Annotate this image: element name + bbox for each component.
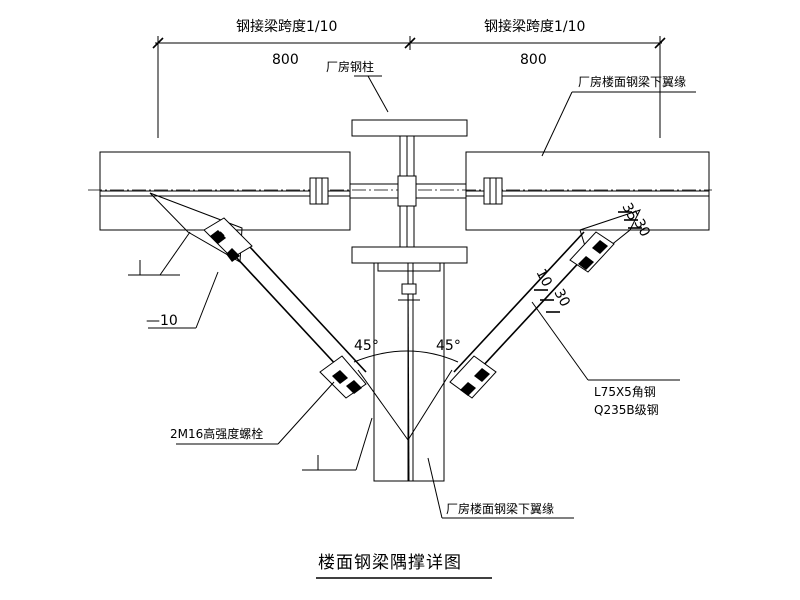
dim-30a: 30	[630, 216, 652, 239]
span-right-label: 钢接梁跨度1/10	[484, 18, 585, 35]
leader-lines	[128, 75, 696, 519]
drawing-title: 楼面钢梁隅撑详图	[318, 553, 462, 573]
bottom-gusset	[353, 350, 459, 441]
span-right-value: 800	[520, 52, 547, 68]
beam-column-connection	[309, 175, 503, 207]
top-dimension-lines	[152, 36, 666, 138]
left-knee-brace	[149, 192, 367, 399]
brace-dimension-ticks	[534, 211, 642, 313]
beam-flange-top-label: 厂房楼面钢梁下翼缘	[578, 74, 686, 89]
angle-steel-label-1: L75X5角钢	[594, 385, 656, 399]
plate-label: —10	[146, 313, 178, 329]
left-beam	[99, 151, 351, 231]
right-beam	[465, 151, 710, 231]
dim-35: 35	[618, 200, 640, 223]
angle-steel-label-2: Q235B级钢	[594, 403, 659, 417]
angle-left-label: 45°	[354, 338, 379, 354]
span-left-value: 800	[272, 52, 299, 68]
dim-10: 10	[532, 266, 554, 289]
angle-right-label: 45°	[436, 338, 461, 354]
dim-30b: 30	[550, 286, 572, 309]
column-label: 厂房钢柱	[326, 59, 374, 74]
bolts-label: 2M16高强度螺栓	[170, 426, 263, 441]
beam-flange-bottom-label: 厂房楼面钢梁下翼缘	[446, 501, 554, 516]
right-knee-brace	[449, 209, 641, 399]
span-left-label: 钢接梁跨度1/10	[236, 18, 337, 35]
steel-column-bottom	[351, 246, 468, 482]
